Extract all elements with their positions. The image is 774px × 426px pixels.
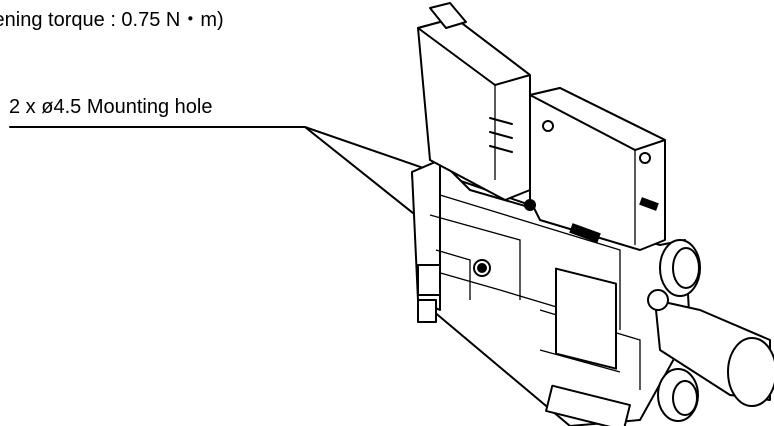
indicator-plate — [639, 197, 659, 211]
rib-2 — [435, 249, 471, 300]
valve-screw-1 — [542, 120, 554, 132]
pilot-slot-2 — [489, 131, 513, 139]
rib-5 — [539, 349, 621, 373]
valve-body — [529, 87, 666, 370]
rib-6 — [429, 269, 501, 291]
base-edge — [439, 194, 621, 330]
pilot-housing — [417, 2, 531, 201]
bottom-channel — [545, 384, 631, 426]
mounting-hole-lower — [477, 263, 487, 273]
pilot-cap — [429, 2, 467, 29]
side-slot — [417, 264, 441, 296]
pilot-slot-3 — [489, 145, 513, 153]
mounting-hole-upper — [524, 199, 536, 211]
pilot-slot-1 — [489, 117, 513, 125]
valve-top — [529, 87, 666, 151]
mounting-holes — [473, 199, 536, 277]
torque-label: tening torque : 0.75 N・m) — [0, 9, 224, 31]
upper-fitting-inner — [672, 247, 700, 289]
valve-window — [555, 267, 617, 370]
rib-1 — [429, 214, 521, 300]
hex-nut — [647, 289, 669, 311]
tube-end — [727, 337, 774, 407]
fittings — [647, 239, 774, 422]
side-slot-2 — [417, 299, 437, 323]
brand-plate — [569, 223, 601, 243]
lower-fitting-inner — [672, 380, 698, 416]
mounting-hole-label: 2 x ø4.5 Mounting hole — [9, 96, 213, 118]
valve-screw-2 — [639, 152, 651, 164]
